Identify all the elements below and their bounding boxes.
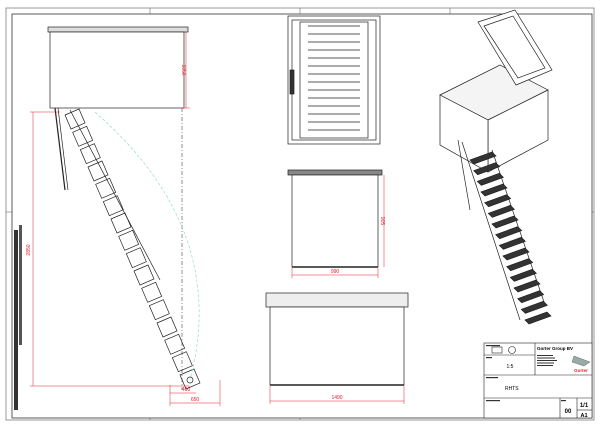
inner-border [11,13,593,419]
dim-foot-inner: 400 [182,387,191,393]
side-stair-step [72,125,94,147]
dim-front-width: 990 [331,269,340,275]
company-name: Gorter Group BV [537,346,573,351]
title-block [483,342,593,419]
bottom-dimensions [269,386,405,404]
front-dimensions [291,175,385,278]
dim-total-height: 2850 [26,244,32,255]
plan-view [287,15,381,145]
iso-stair-step [509,268,537,282]
iso-stair-step [484,194,512,208]
side-stair-step [179,368,201,390]
iso-stair-step [517,290,545,304]
side-stair-step [148,299,170,321]
side-view [47,26,201,390]
side-notes [14,225,22,410]
iso-stair-step [498,236,526,250]
side-stair-step [133,264,155,286]
side-stair-step [64,108,86,130]
iso-stair-step [502,247,530,261]
side-stair-step [95,177,117,199]
iso-stair-step [495,226,523,240]
side-stair-step [79,143,101,165]
dim-bottom-width: 1490 [331,395,342,401]
side-stair-step [164,333,186,355]
sheet-number: 1/1 [580,403,589,409]
revision-value: 00 [565,409,572,415]
side-stair-step [102,195,124,217]
iso-stair-step [487,204,515,218]
side-stair-step [141,281,163,303]
iso-stair-step [524,311,552,325]
designation-value: RHTS [505,386,519,392]
dim-foot-outer: 650 [191,397,200,403]
side-stair-step [171,351,193,373]
iso-stair-step [513,279,541,293]
iso-stair-step [480,183,508,197]
title-block-fineprint [486,345,566,402]
iso-stair-step [520,300,548,314]
border-ticks [6,8,594,420]
side-stair-step [125,247,147,269]
logo-text: Gorter [574,368,588,373]
iso-stair-step [473,162,501,176]
iso-stair-step [491,215,519,229]
side-stair-step [118,229,140,251]
isometric-view [439,9,553,325]
side-stair-step [87,160,109,182]
front-view [287,169,383,268]
iso-stair-step [506,258,534,272]
bottom-view [265,292,409,386]
scale-value: 1:5 [507,364,514,370]
side-dimensions [30,32,221,406]
side-stair-step [156,316,178,338]
dim-box-height: 1050 [180,64,186,75]
iso-stair-step [476,172,504,186]
iso-stair-step [469,151,497,165]
paper-format: A1 [580,413,587,419]
company-logo: Gorter [571,355,591,373]
dim-front-height: 905 [379,217,385,226]
side-stair-step [110,212,132,234]
